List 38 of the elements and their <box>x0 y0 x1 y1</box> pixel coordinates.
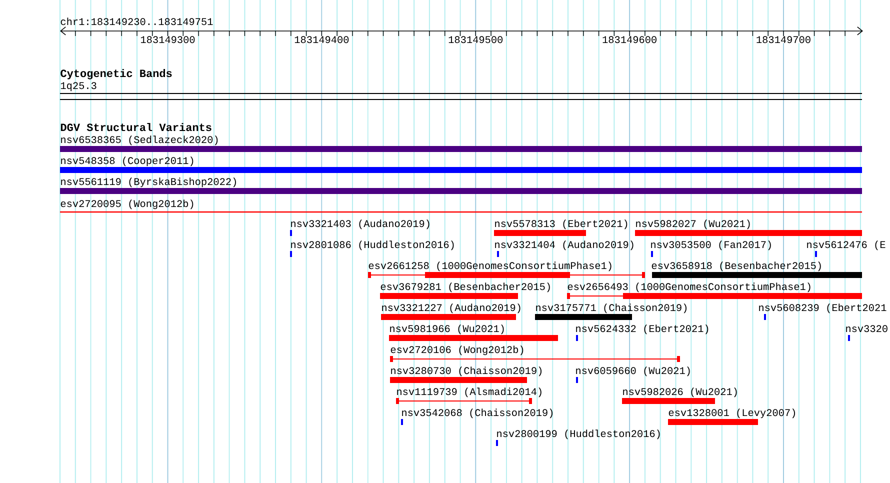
track-title: Cytogenetic Bands <box>60 69 172 80</box>
feature-label: nsv5578313 (Ebert2021) <box>495 220 628 230</box>
feature-label: nsv5608239 (Ebert2021 <box>759 304 886 314</box>
feature-label: nsv3280730 (Chaisson2019) <box>391 366 542 376</box>
tick-label: 183149700 <box>754 36 812 44</box>
feature-label: esv2720106 (Wong2012b) <box>390 346 524 356</box>
feature-label: esv2720095 (Wong2012b) <box>60 200 194 210</box>
feature-label: nsv3542068 (Chaisson2019) <box>402 408 552 418</box>
feature-label: nsv2800199 (Huddleston2016) <box>497 430 660 440</box>
feature-label: nsv3175771 (Chaisson2019) <box>536 304 686 314</box>
feature-label: esv3658918 (Besenbacher2015) <box>652 262 821 272</box>
feature-label: nsv5624332 (Ebert2021) <box>576 324 708 334</box>
feature-label: esv3679281 (Besenbacher2015) <box>380 282 550 292</box>
feature-label: nsv3320 <box>846 325 888 332</box>
feature-label: nsv3321403 (Audano2019) <box>291 220 430 230</box>
tick-label: 183149500 <box>447 36 504 44</box>
feature-label: nsv6538365 (Sedlazeck2020) <box>61 136 218 146</box>
feature-label: nsv5982026 (Wu2021) <box>623 388 737 398</box>
tick-label: 183149400 <box>293 36 350 44</box>
feature-label: nsv3053500 (Fan2017) <box>651 240 771 250</box>
feature-label: nsv5982027 (Wu2021) <box>636 220 750 230</box>
feature-label: nsv1119739 (Alsmadi2014) <box>397 388 542 398</box>
feature-label: nsv3321404 (Audano2019) <box>495 240 634 250</box>
feature-label: nsv5612476 (E <box>807 240 886 250</box>
tick-label: 183149300 <box>139 36 196 44</box>
feature-label: nsv6059660 (Wu2021) <box>576 366 690 376</box>
feature-label: esv2656493 (1000GenomesConsortiumPhase1) <box>568 282 810 292</box>
feature-label: nsv5561119 (ByrskaBishop2022) <box>61 178 236 188</box>
feature-label: nsv3321227 (Audano2019) <box>382 304 520 314</box>
feature-label: esv2661258 (1000GenomesConsortiumPhase1) <box>368 262 612 272</box>
feature-label: nsv548358 (Cooper2011) <box>61 156 194 166</box>
feature-label: esv1328001 (Levy2007) <box>668 408 796 418</box>
feature-label: nsv2801086 (Huddleston2016) <box>291 240 454 250</box>
feature-label: nsv5981966 (Wu2021) <box>390 324 504 334</box>
band-label: 1q25.3 <box>60 82 96 92</box>
locus-label: chr1:183149230..183149751 <box>60 18 213 26</box>
tick-label: 183149600 <box>601 36 658 44</box>
track-title: DGV Structural Variants <box>60 123 212 132</box>
